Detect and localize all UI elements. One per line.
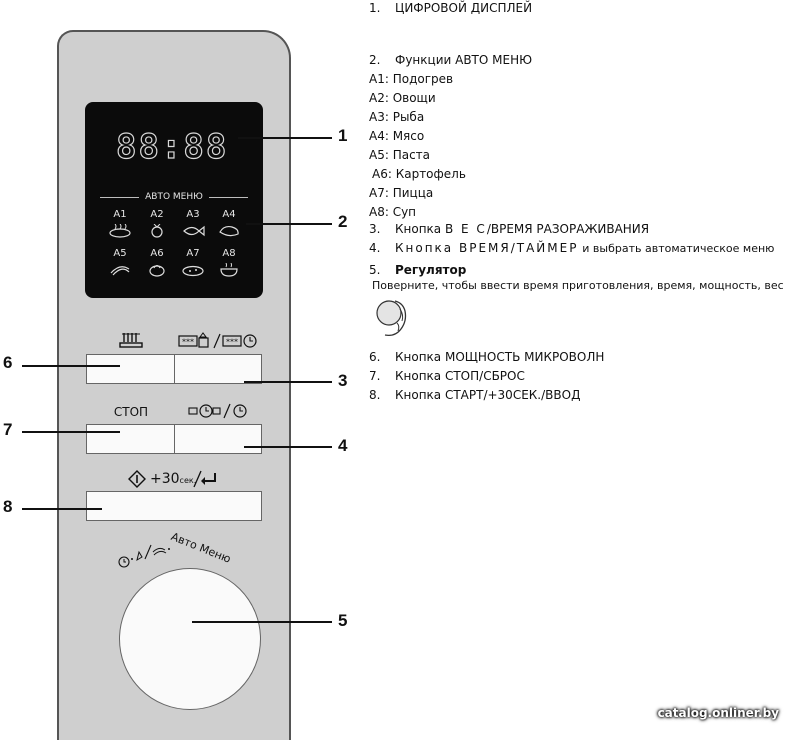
microwave-power-icon [119,333,143,348]
legend-num-4: 4. [369,241,381,255]
auto-list-item: A4: Мясо [369,129,425,143]
pizza-icon [182,265,204,277]
knob-mode-icons [118,544,170,568]
legend-text-1: ЦИФРОВОЙ ДИСПЛЕЙ [395,1,533,15]
power-button[interactable] [86,354,175,384]
reheat-icon [109,224,131,238]
fish-icon [183,225,205,237]
auto-menu-title: АВТО МЕНЮ [100,190,248,204]
digital-display: 88:88 [115,127,229,167]
callout-7: 7 [3,420,13,439]
callout-1: 1 [338,126,348,145]
auto-list-item: A5: Паста [369,148,431,162]
soup-icon [220,263,238,277]
weight-defrost-icon: *** *** [178,332,257,349]
hand-knob-icon [376,300,407,337]
auto-code-a2: A2 [150,209,164,220]
auto-code-a7: A7 [186,248,200,259]
auto-list-item: A7: Пицца [369,186,434,200]
control-knob[interactable] [119,568,261,710]
legend-item-4: 4. Кнопка ВРЕМЯ/ТАЙМЕР и выбрать автомати… [369,241,774,256]
auto-list-item: A3: Рыба [369,110,425,124]
legend-item-1: 1. ЦИФРОВОЙ ДИСПЛЕЙ [369,1,532,16]
legend-num-3: 3. [369,222,381,236]
callout-2: 2 [338,212,348,231]
start-label: +30сек. [150,471,196,487]
legend-num-1: 1. [369,1,381,15]
callout-4: 4 [338,436,348,455]
legend-title-5: Регулятор [395,263,467,277]
start-label-main: +30 [150,471,180,487]
auto-menu-title-text: АВТО МЕНЮ [145,192,203,202]
auto-code-a5: A5 [113,248,127,259]
enter-icon [193,470,216,488]
callout-8: 8 [3,497,13,516]
meat-icon [219,225,239,237]
callout-line-1 [238,137,332,139]
legend-num-7: 7. [369,369,381,383]
legend-num-2: 2. [369,53,381,67]
legend-num-6: 6. [369,350,381,364]
callout-5: 5 [338,611,348,630]
callout-line-5 [192,621,332,623]
callout-6: 6 [3,353,13,372]
auto-list-item: A8: Суп [369,205,417,219]
callout-line-3 [244,381,332,383]
stop-label: СТОП [113,405,149,419]
legend-rest-3: /ВРЕМЯ РАЗОРАЖИВАНИЯ [486,222,650,236]
legend-item-5: 5. Регулятор [369,263,466,278]
callout-line-6 [22,365,120,367]
auto-code-a4: A4 [222,209,236,220]
auto-code-a3: A3 [186,209,200,220]
callout-line-2 [246,223,332,225]
auto-list-item: A1: Подогрев [369,72,454,86]
legend-rest-4: и выбрать автоматическое меню [582,242,775,255]
start-label-small: сек. [179,476,197,485]
display-screen [85,102,263,298]
legend-item-2: 2. Функции АВТО МЕНЮ [369,53,532,68]
start-button[interactable] [86,491,262,521]
legend-item-3: 3. Кнопка В Е С/ВРЕМЯ РАЗОРАЖИВАНИЯ [369,222,649,237]
auto-list-item: A2: Овощи [369,91,436,105]
callout-line-8 [22,508,102,510]
vegetables-icon [151,224,163,238]
legend-item-8: 8. Кнопка СТАРТ/+30СЕК./ВВОД [369,388,580,403]
legend-text-7: Кнопка СТОП/СБРОС [395,369,525,383]
auto-code-a6: A6 [150,248,164,259]
auto-list-item: A6: Картофель [372,167,466,181]
legend-spaced-3: В Е С [444,222,487,236]
legend-desc-5: Поверните, чтобы ввести время приготовле… [372,279,784,292]
legend-text-2: Функции АВТО МЕНЮ [395,53,533,67]
svg-text:***: *** [226,338,238,347]
stop-button[interactable] [86,424,175,454]
legend-spaced-4: Кнопка ВРЕМЯ/ТАЙМЕР [395,241,579,255]
pasta-icon [110,266,130,276]
start-icon [128,470,146,488]
legend-num-8: 8. [369,388,381,402]
weight-defrost-button[interactable] [174,354,262,384]
auto-code-a8: A8 [222,248,236,259]
potato-icon [149,265,165,277]
legend-item-7: 7. Кнопка СТОП/СБРОС [369,369,525,384]
legend-prefix-3: Кнопка [395,222,442,236]
watermark: catalog.onliner.by [657,706,779,720]
callout-line-4 [244,446,332,448]
legend-text-6: Кнопка МОЩНОСТЬ МИКРОВОЛН [395,350,605,364]
clock-timer-icon [188,403,247,419]
legend-text-8: Кнопка СТАРТ/+30СЕК./ВВОД [395,388,581,402]
clock-timer-button[interactable] [174,424,262,454]
svg-text:***: *** [182,338,194,347]
legend-item-6: 6. Кнопка МОЩНОСТЬ МИКРОВОЛН [369,350,604,365]
callout-line-7 [22,431,120,433]
legend-num-5: 5. [369,263,381,277]
auto-code-a1: A1 [113,209,127,220]
callout-3: 3 [338,371,348,390]
